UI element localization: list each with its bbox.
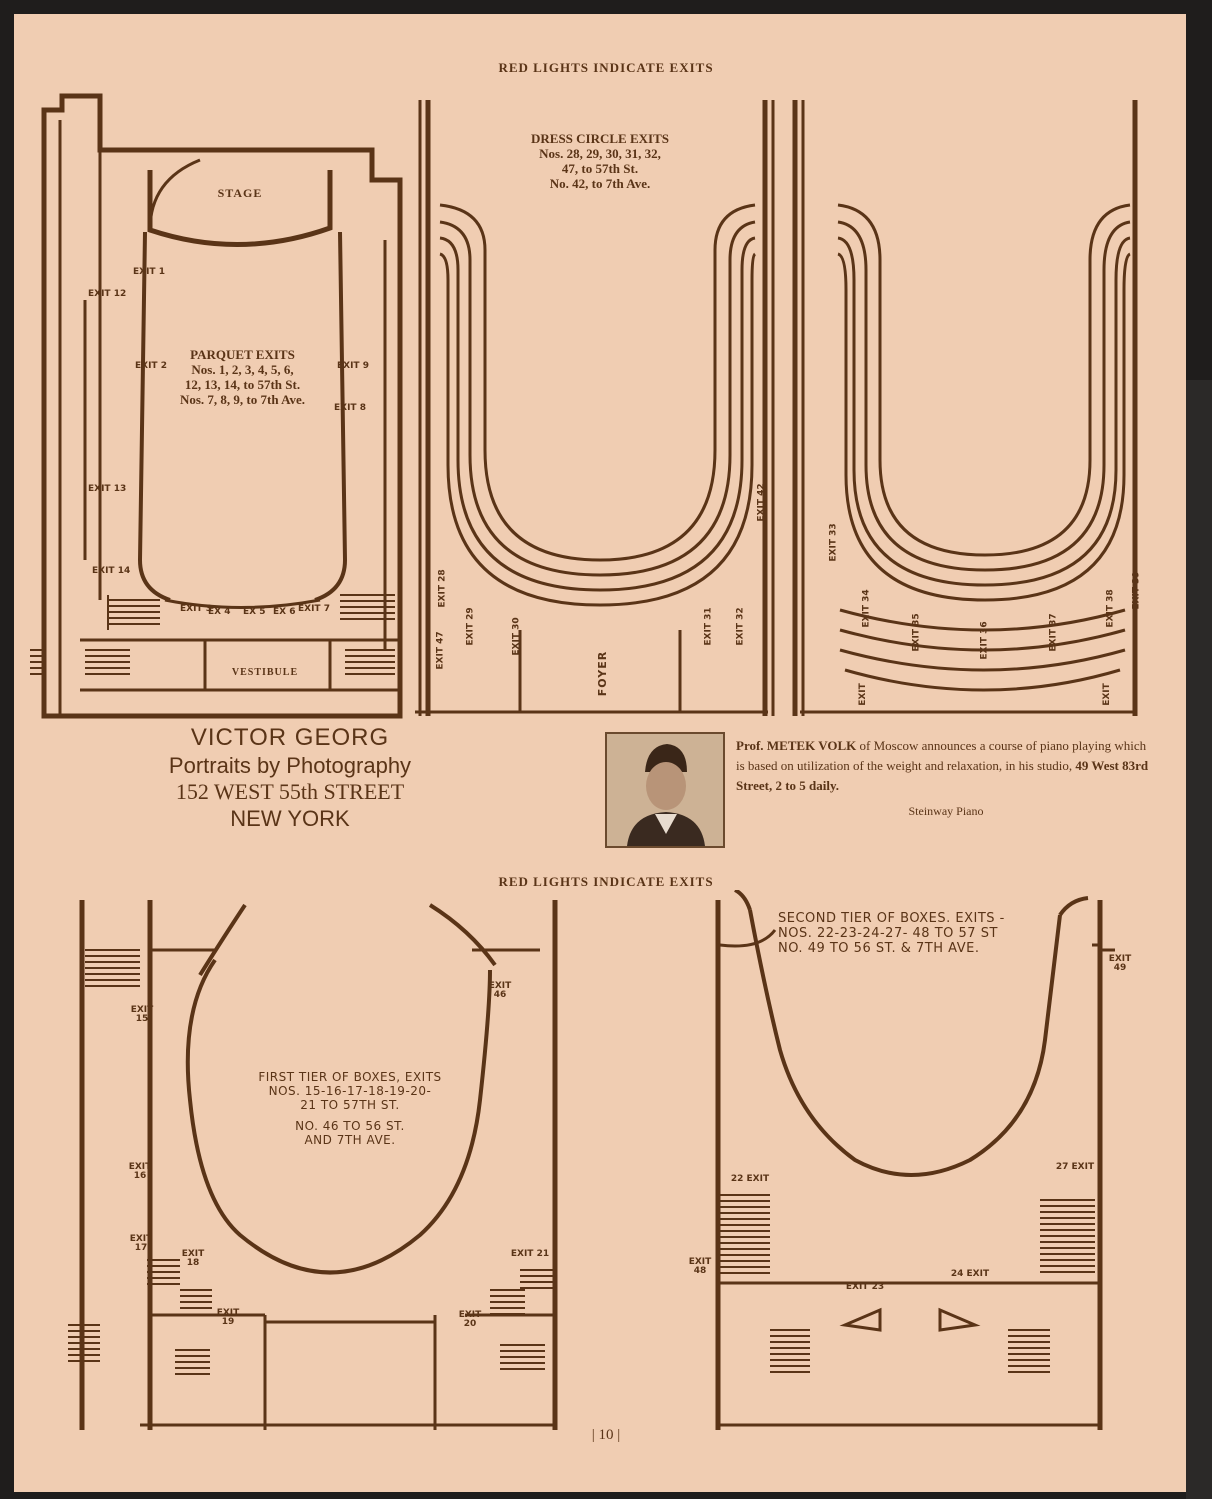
georg-line2: 152 WEST 55th STREET — [175, 779, 405, 805]
second-tier-line1: NOS. 22-23-24-27- 48 TO 57 ST — [778, 925, 998, 941]
exit-39-label: EXIT 39 — [1131, 571, 1142, 610]
header-middle: RED LIGHTS INDICATE EXITS — [498, 874, 714, 889]
exit-37-label: EXIT 37 — [1048, 613, 1059, 652]
dress-circle-line1: Nos. 28, 29, 30, 31, 32, — [539, 145, 661, 161]
exit-38-label: EXIT 38 — [1105, 589, 1116, 628]
exit-47-label: EXIT 47 — [435, 631, 446, 670]
exit-35-label: EXIT 35 — [911, 613, 922, 652]
foyer-label: FOYER — [596, 650, 610, 697]
exit-15-label: EXIT 15 — [130, 1005, 154, 1024]
first-tier-line2: 21 TO 57TH ST. — [300, 1097, 400, 1112]
exit-23-label: EXIT 23 — [845, 1282, 885, 1292]
exit-2-label: EXIT 2 — [135, 361, 167, 371]
georg-line3: NEW YORK — [230, 805, 350, 831]
exit-24-label: 24 EXIT — [950, 1269, 990, 1279]
exit-7-label: EXIT 7 — [298, 604, 330, 614]
second-tier-block: SECOND TIER OF BOXES. EXITS - NOS. 22-23… — [778, 911, 1078, 957]
page-number: | 10 | — [591, 1427, 621, 1443]
page-edge-shadow — [1186, 380, 1212, 1499]
exit-48-label: EXIT 48 — [688, 1257, 712, 1276]
exit-31-label: EXIT 31 — [703, 607, 714, 646]
exit-14-label: EXIT 14 — [92, 566, 131, 576]
georg-name: VICTOR GEORG — [190, 724, 390, 751]
volk-text: of Moscow announces a course of piano pl… — [736, 738, 1147, 774]
header-top: RED LIGHTS INDICATE EXITS — [498, 60, 714, 75]
parquet-exits-line2: 12, 13, 14, to 57th St. — [184, 376, 301, 392]
volk-portrait-photo — [605, 732, 725, 848]
volk-prefix: Prof. — [736, 738, 767, 753]
dress-circle-line2: 47, to 57th St. — [561, 160, 639, 176]
exit-12-label: EXIT 12 — [88, 289, 127, 299]
parquet-exits-block: PARQUET EXITS Nos. 1, 2, 3, 4, 5, 6, 12,… — [150, 347, 335, 408]
program-page — [14, 14, 1186, 1492]
dress-circle-line3: No. 42, to 7th Ave. — [549, 175, 651, 191]
exit-20-label: EXIT 20 — [458, 1310, 482, 1329]
exit-49-label: EXIT 49 — [1108, 954, 1132, 973]
exit-13-label: EXIT 13 — [88, 484, 127, 494]
dress-circle-title: DRESS CIRCLE EXITS — [531, 131, 669, 146]
vestibule-label: VESTIBULE — [231, 667, 299, 678]
georg-line1: Portraits by Photography — [168, 752, 412, 778]
first-tier-line3: NO. 46 TO 56 ST. — [295, 1119, 405, 1134]
exit-19-label: EXIT 19 — [216, 1308, 240, 1327]
exit-46-label: EXIT 46 — [488, 981, 512, 1000]
parquet-floor-plan — [30, 93, 1138, 719]
exit-3-label: EXIT 3 — [180, 604, 212, 614]
exit-32-label: EXIT 32 — [735, 607, 746, 646]
parquet-exits-line3: Nos. 7, 8, 9, to 7th Ave. — [179, 391, 306, 407]
exit-17-label: EXIT 17 — [129, 1234, 153, 1253]
second-tier-line2: NO. 49 TO 56 ST. & 7TH AVE. — [778, 940, 980, 956]
stage-label: STAGE — [217, 186, 263, 200]
tier-boxes-plans — [68, 890, 1115, 1430]
volk-address: 49 West 83rd Street, 2 to 5 daily. — [736, 758, 1149, 794]
exit-30-label: EXIT 30 — [511, 617, 522, 656]
second-tier-title: SECOND TIER OF BOXES. EXITS - — [778, 911, 1005, 926]
metek-volk-ad: Prof. METEK VOLK of Moscow announces a c… — [736, 736, 1156, 821]
exit-42-label: EXIT 42 — [756, 483, 767, 522]
volk-name: METEK VOLK — [766, 738, 857, 753]
exit-27-label: 27 EXIT — [1055, 1162, 1095, 1172]
first-tier-line1: NOS. 15-16-17-18-19-20- — [268, 1083, 432, 1098]
exit-22-label: 22 EXIT — [730, 1174, 770, 1184]
exit-18-label: EXIT 18 — [181, 1249, 205, 1268]
volk-piano: Steinway Piano — [908, 804, 984, 819]
first-tier-title: FIRST TIER OF BOXES, EXITS — [258, 1070, 442, 1084]
exit-8-label: EXIT 8 — [334, 403, 366, 413]
exit-1-label: EXIT 1 — [133, 267, 165, 277]
exit-36-label: EXIT 36 — [979, 621, 990, 660]
exit-28-label: EXIT 28 — [437, 569, 448, 608]
exit-4-label: EX 4 — [208, 607, 231, 617]
parquet-exits-title: PARQUET EXITS — [190, 347, 295, 362]
exit-21-label: EXIT 21 — [510, 1249, 550, 1259]
parquet-exits-line1: Nos. 1, 2, 3, 4, 5, 6, — [191, 361, 294, 377]
exit-16-label: EXIT 16 — [128, 1162, 152, 1181]
exit-balcony-right-label: EXIT — [1101, 683, 1112, 706]
exit-9-label: EXIT 9 — [337, 361, 369, 371]
exit-balcony-left-label: EXIT — [857, 683, 868, 706]
first-tier-line4: AND 7TH AVE. — [304, 1133, 396, 1148]
exit-33-label: EXIT 33 — [828, 523, 839, 562]
victor-georg-ad: VICTOR GEORG Portraits by Photography 15… — [110, 724, 470, 832]
dress-circle-exits-block: DRESS CIRCLE EXITS Nos. 28, 29, 30, 31, … — [480, 131, 720, 192]
exit-34-label: EXIT 34 — [861, 589, 872, 628]
exit-29-label: EXIT 29 — [465, 607, 476, 646]
first-tier-block: FIRST TIER OF BOXES, EXITS NOS. 15-16-17… — [245, 1070, 455, 1148]
exit-5-label: EX 5 — [243, 607, 266, 617]
exit-6-label: EX 6 — [273, 607, 296, 617]
